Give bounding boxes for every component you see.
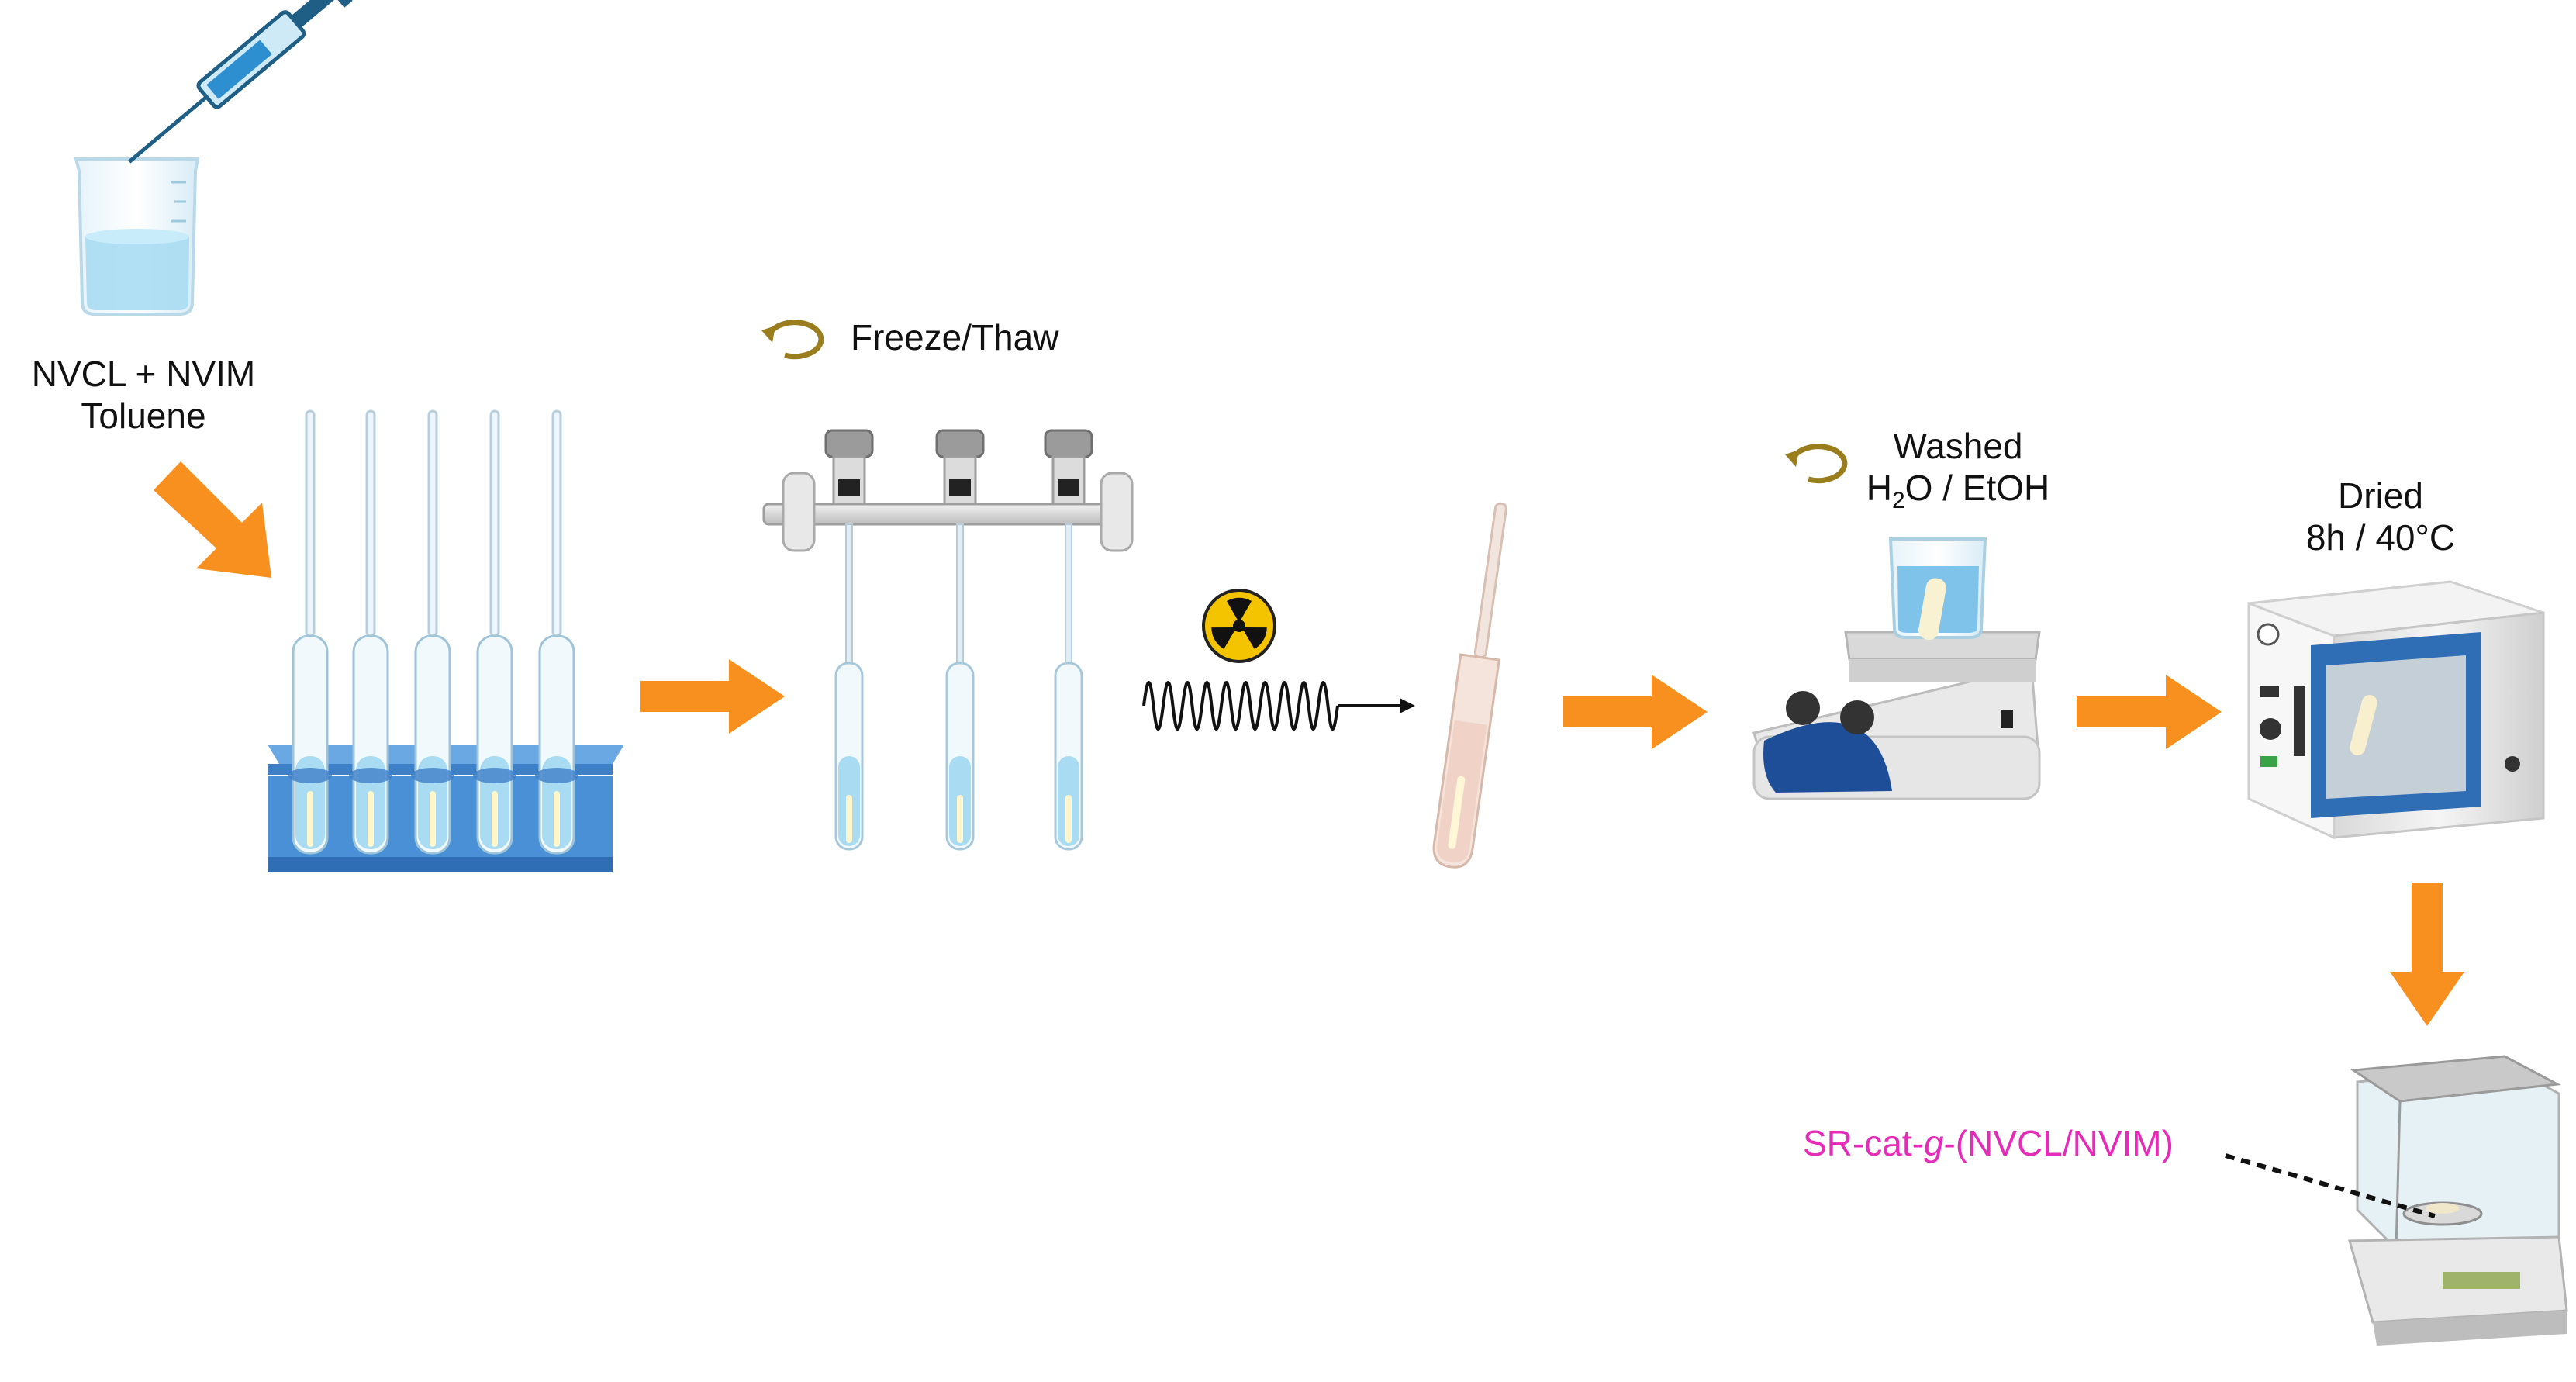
- washed-h: H: [1866, 468, 1892, 508]
- product-pointer-line: [2225, 1153, 2436, 1218]
- arrow-to-rack: [154, 461, 271, 578]
- radiation-icon: [1202, 589, 1276, 663]
- vacuum-oven-icon: [2247, 580, 2545, 840]
- arrow-ampoule-to-stirrer: [1563, 675, 1708, 749]
- dried-title: Dried: [2338, 475, 2423, 516]
- washed-title: Washed: [1893, 426, 2023, 466]
- washed-rest: O / EtOH: [1904, 468, 2050, 508]
- rack-test-tube: [349, 409, 392, 855]
- arrow-oven-to-balance: [2390, 883, 2464, 1026]
- product-prefix: SR-cat-: [1803, 1123, 1924, 1163]
- cycle-icon: [761, 320, 824, 360]
- cycle-icon: [1785, 444, 1848, 484]
- freeze-thaw-label: Freeze/Thaw: [851, 316, 1058, 358]
- arrow-stirrer-to-oven: [2077, 675, 2222, 749]
- beaker-icon: [74, 157, 200, 316]
- reagents-line-1: NVCL + NVIM: [31, 354, 256, 394]
- hotplate-stirrer-icon: [1752, 537, 2041, 800]
- syringe-icon: [128, 0, 353, 164]
- rack-test-tube: [473, 409, 516, 855]
- process-arrows: [154, 461, 2464, 1026]
- rack-test-tube: [535, 409, 578, 855]
- test-tube-rack-icon: [268, 409, 624, 872]
- washed-solvents: H2O / EtOH: [1849, 467, 2067, 522]
- stopcock-with-tube: [935, 429, 985, 851]
- product-suffix: -(NVCL/NVIM): [1943, 1123, 2174, 1163]
- dried-label: Dried 8h / 40°C: [2272, 475, 2489, 558]
- washed-label: Washed H2O / EtOH: [1849, 425, 2067, 522]
- freeze-thaw-text: Freeze/Thaw: [851, 317, 1059, 358]
- sealed-ampoule-icon: [1432, 502, 1507, 869]
- wave-icon: [1142, 681, 1415, 731]
- arrow-rack-to-line: [640, 659, 785, 734]
- product-label: SR-cat-g-(NVCL/NVIM): [1803, 1122, 2174, 1164]
- reagents-line-2: Toluene: [81, 396, 206, 436]
- dried-conditions: 8h / 40°C: [2305, 517, 2456, 558]
- schlenk-line-icon: [762, 429, 1134, 851]
- analytical-balance-icon: [2348, 1055, 2568, 1346]
- product-italic: g: [1923, 1123, 1944, 1163]
- reagents-label: NVCL + NVIM Toluene: [16, 353, 271, 437]
- stopcock-with-tube: [1044, 429, 1093, 851]
- washed-subscript: 2: [1891, 488, 1905, 514]
- rack-test-tube: [411, 409, 454, 855]
- rack-test-tube: [288, 409, 332, 855]
- stopcock-with-tube: [824, 429, 874, 851]
